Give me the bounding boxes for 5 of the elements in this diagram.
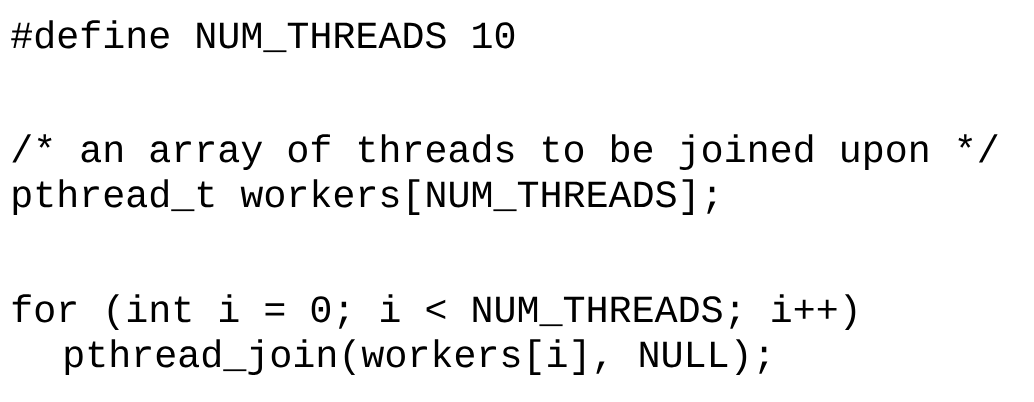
code-line: for (int i = 0; i < NUM_THREADS; i++) xyxy=(12,294,856,330)
code-line: #define NUM_THREADS 10 xyxy=(11,20,515,53)
code-line: pthread_t workers[NUM_THREADS]; xyxy=(13,179,716,215)
code-comment: /* an array of threads to be joined upon */ xyxy=(12,134,998,170)
code-line: pthread_join(workers[i], NULL); xyxy=(65,339,768,375)
